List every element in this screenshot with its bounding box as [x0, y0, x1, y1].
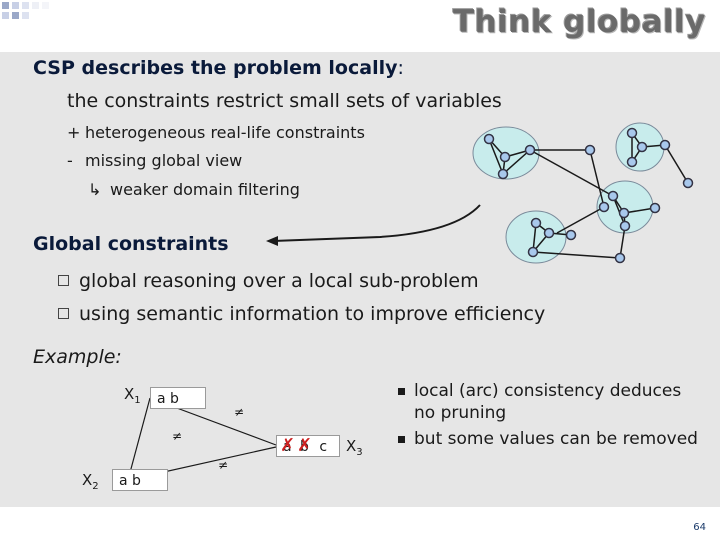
checkbox-square-icon: [58, 275, 69, 286]
plus-text: heterogeneous real-life constraints: [85, 123, 365, 142]
content-panel: [0, 52, 720, 507]
minus-item: -missing global view: [67, 151, 242, 170]
x3-value-b: b✗: [297, 435, 312, 456]
neq-x2-x3: ≠: [218, 458, 229, 472]
neq-x1-x2: ≠: [172, 429, 183, 443]
heading-csp: CSP describes the problem locally:: [33, 57, 404, 79]
arrow-text: weaker domain filtering: [110, 180, 300, 199]
x3-sub: 3: [356, 447, 363, 458]
strike-x-icon: ✗: [280, 435, 296, 456]
checkbox-square-icon: [58, 308, 69, 319]
x1-sub: 1: [134, 395, 141, 406]
x3-label: X3: [346, 437, 363, 458]
pointer-curve: [272, 204, 481, 242]
bullet-square-icon: [398, 388, 405, 395]
pointer-arrowhead: [266, 236, 278, 246]
x3-domain: a✗ b✗ c: [276, 435, 340, 457]
x2-label: X2: [82, 471, 99, 492]
bullet-item-2: but some values can be removed: [398, 428, 698, 450]
global-item-1-text: global reasoning over a local sub-proble…: [79, 270, 479, 292]
heading-csp-colon: :: [397, 57, 404, 79]
strike-x-icon: ✗: [297, 435, 313, 456]
example-label: Example:: [33, 346, 122, 368]
x1-name: X: [124, 385, 135, 403]
x1-domain: a b: [150, 387, 206, 409]
bullet-item-1: local (arc) consistency deduces no pruni…: [398, 380, 698, 424]
plus-marker: +: [67, 123, 81, 142]
minus-marker: -: [67, 151, 73, 170]
minus-text: missing global view: [85, 151, 243, 170]
x2-domain: a b: [112, 469, 168, 491]
arrow-item: ↳ weaker domain filtering: [88, 180, 300, 199]
footer-bar: [0, 507, 720, 540]
page-number: 64: [693, 522, 706, 533]
heading-global-constraints: Global constraints: [33, 233, 229, 255]
x3-value-a-text: a: [283, 439, 292, 455]
x2-name: X: [82, 471, 93, 489]
x1-label: X1: [124, 385, 141, 406]
heading-csp-bold: CSP describes the problem locally: [33, 57, 398, 79]
implies-arrow-icon: ↳: [88, 180, 102, 199]
bullet-square-icon: [398, 436, 405, 443]
x2-sub: 2: [92, 481, 99, 492]
x3-value-a: a✗: [280, 435, 295, 456]
bullet-item-1-text: local (arc) consistency deduces no pruni…: [414, 381, 682, 423]
slide-title: Think globally: [452, 4, 706, 40]
global-item-2: using semantic information to improve ef…: [58, 303, 545, 325]
corner-decoration: [2, 2, 49, 19]
example-bullets: local (arc) consistency deduces no pruni…: [398, 380, 698, 454]
bullet-item-2-text: but some values can be removed: [414, 429, 698, 449]
x3-name: X: [346, 437, 357, 455]
neq-x1-x3: ≠: [234, 405, 245, 419]
constraint-network: [266, 122, 694, 264]
plus-item: +heterogeneous real-life constraints: [67, 123, 365, 142]
global-item-1: global reasoning over a local sub-proble…: [58, 270, 479, 292]
x3-value-b-text: b: [300, 439, 309, 455]
cluster-bottom: [505, 210, 567, 264]
global-item-2-text: using semantic information to improve ef…: [79, 303, 546, 325]
x3-value-c: c: [319, 439, 328, 455]
csp-description: the constraints restrict small sets of v…: [67, 90, 502, 112]
